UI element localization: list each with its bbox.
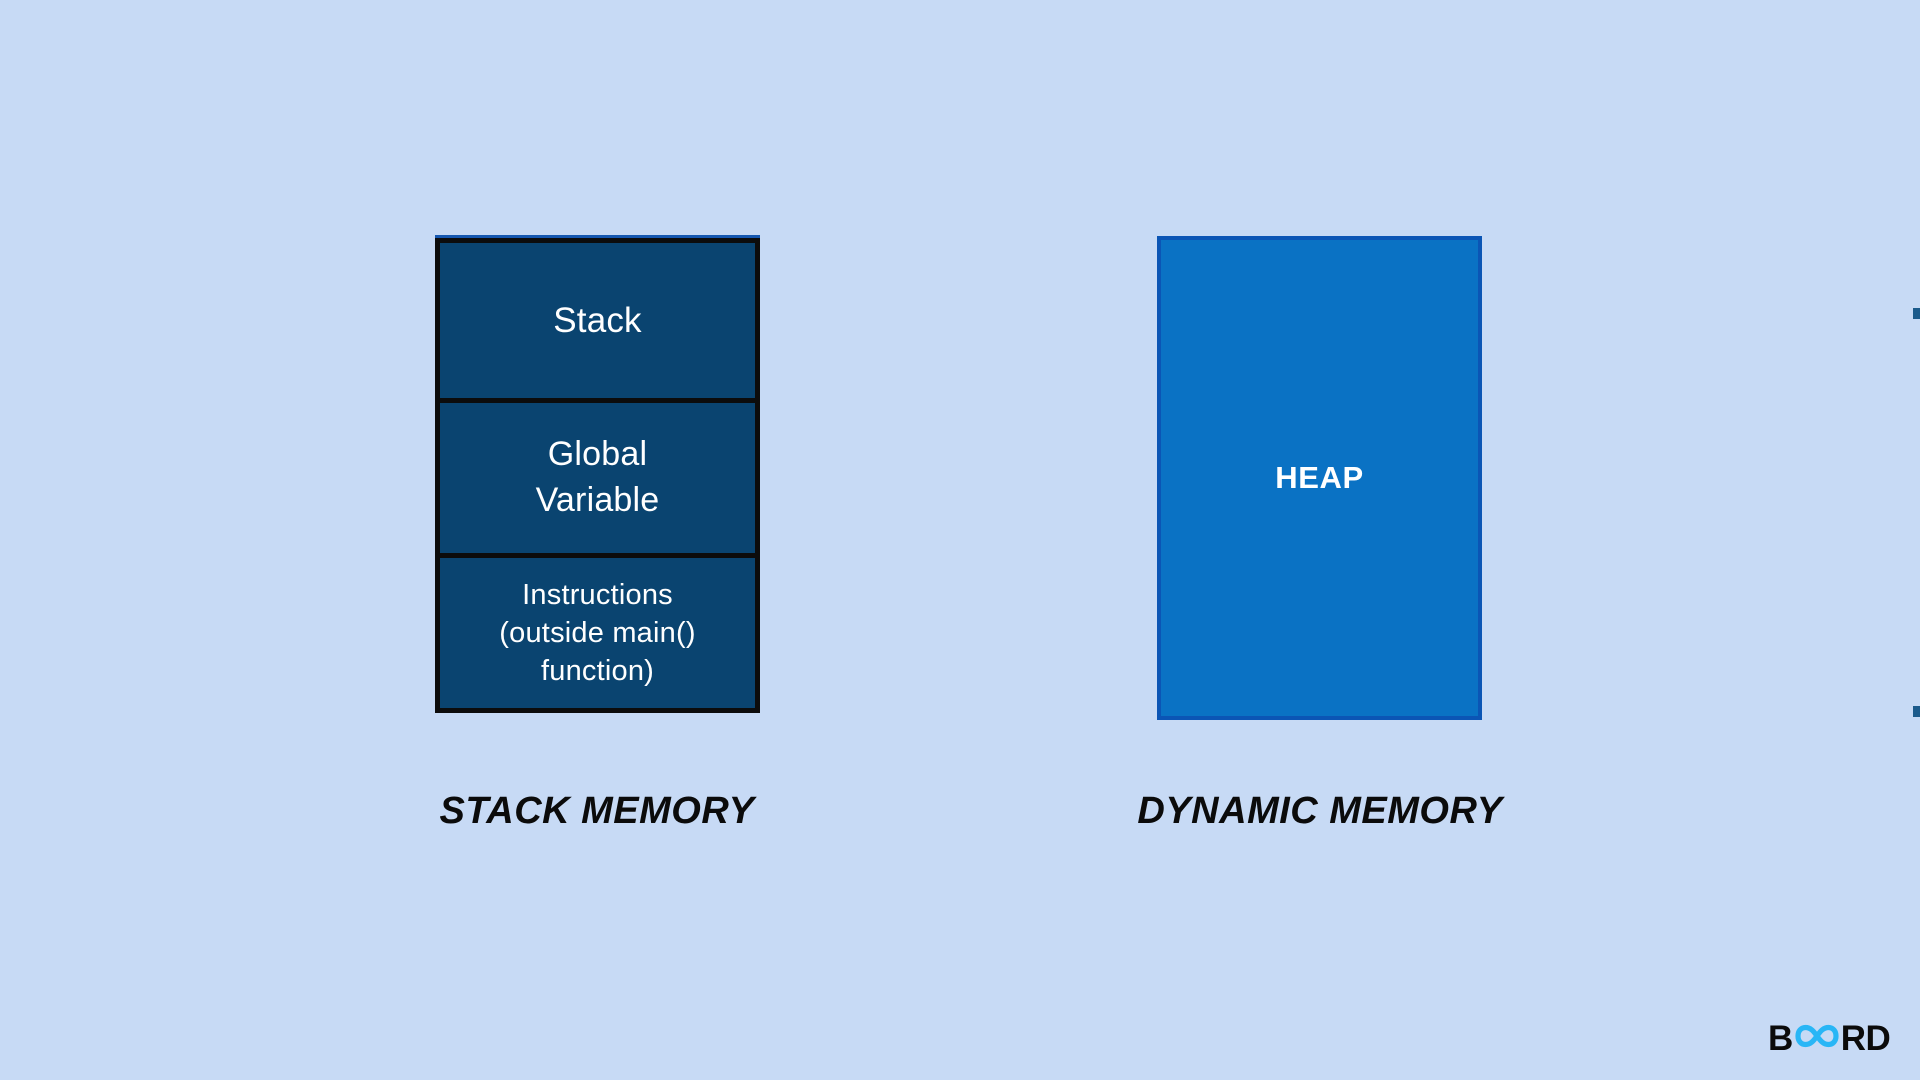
infinity-icon [1794,1019,1840,1058]
board-logo-suffix: RD [1840,1018,1891,1058]
heap-label: HEAP [1275,460,1364,495]
caption-dynamic-memory: DYNAMIC MEMORY [1137,790,1503,832]
board-logo-prefix: B [1768,1018,1793,1058]
stack-segment-stack-label: Stack [553,300,642,340]
stack-segment-stack: Stack [440,243,755,398]
stack-segment-global-variable-label: Global Variable [535,435,660,519]
stack-memory-box: Stack Global Variable Instructions (outs… [435,238,760,713]
stack-segment-instructions: Instructions (outside main() function) [440,553,755,708]
stack-memory-group: Stack Global Variable Instructions (outs… [435,238,760,713]
dynamic-memory-group: HEAP [1157,236,1482,720]
stack-segment-global-variable: Global Variable [440,398,755,553]
edge-artifact-top [1913,308,1920,319]
edge-artifact-bottom [1913,706,1920,717]
stack-segment-instructions-label: Instructions (outside main() function) [499,578,696,688]
heap-box: HEAP [1157,236,1482,720]
caption-stack-memory: STACK MEMORY [439,790,755,832]
board-logo: B RD [1768,1017,1891,1059]
